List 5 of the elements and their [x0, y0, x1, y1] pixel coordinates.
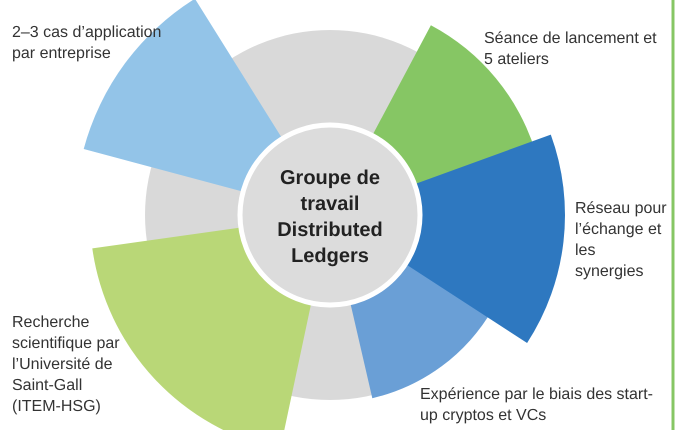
segment-label: 2–3 cas d’application par entreprise — [12, 22, 177, 64]
segment-label: Réseau pour l’échange et les synergies — [575, 198, 667, 282]
segment-label: Expérience par le biais des start-up cryptos et VCs — [420, 384, 670, 426]
segment-label: Recherche scientifique par l’Université de Saint-Gall (ITEM-HSG) — [12, 312, 132, 417]
segment-label: Séance de lancement et 5 ateliers — [484, 28, 669, 70]
